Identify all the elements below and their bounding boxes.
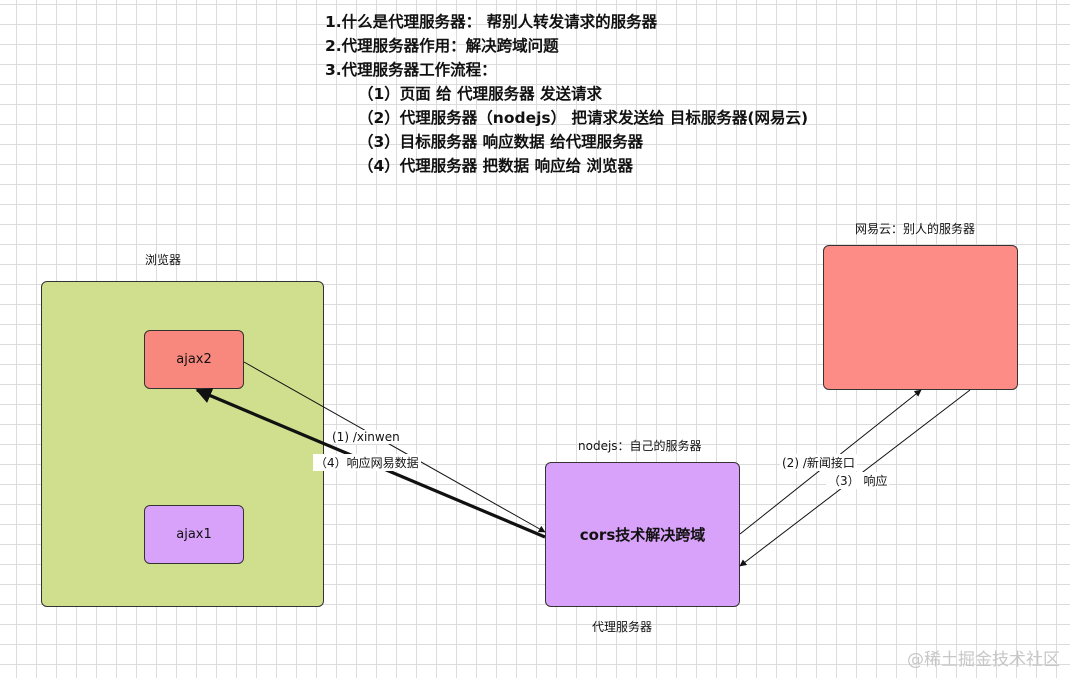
ajax1-box[interactable]: ajax1 [144, 505, 244, 564]
note-step-4: （4）代理服务器 把数据 响应给 浏览器 [358, 157, 633, 175]
proxy-box-label: cors技术解决跨域 [579, 526, 706, 544]
edge-label-step3: （3） 响应 [826, 472, 890, 489]
note-line-2: 2.代理服务器作用：解决跨域问题 [325, 37, 559, 55]
edge-label-step2: (2) /新闻接口 [780, 454, 857, 471]
note-step-2: （2）代理服务器（nodejs） 把请求发送给 目标服务器(网易云) [358, 109, 809, 127]
note-step-3: （3）目标服务器 响应数据 给代理服务器 [358, 133, 644, 151]
target-server-box[interactable] [823, 245, 1018, 390]
edge-label-step1: (1) /xinwen [330, 430, 402, 444]
target-title: 网易云：别人的服务器 [855, 222, 976, 236]
note-line-3: 3.代理服务器工作流程： [325, 61, 497, 79]
proxy-title-top: nodejs：自己的服务器 [578, 439, 702, 453]
notes-block: 1.什么是代理服务器： 帮别人转发请求的服务器 2.代理服务器作用：解决跨域问题… [325, 10, 808, 178]
edge-request-ajax2-to-proxy[interactable] [243, 361, 546, 533]
ajax2-box[interactable]: ajax2 [144, 330, 244, 389]
proxy-server-box[interactable]: cors技术解决跨域 [545, 462, 740, 607]
edge-label-step4: （4）响应网易数据 [313, 454, 421, 471]
note-step-1: （1）页面 给 代理服务器 发送请求 [358, 85, 602, 103]
proxy-title-bottom: 代理服务器 [592, 620, 653, 634]
browser-title: 浏览器 [145, 253, 182, 267]
ajax1-label: ajax1 [176, 527, 212, 542]
watermark: @稀土掘金技术社区 [907, 650, 1060, 670]
note-line-1: 1.什么是代理服务器： 帮别人转发请求的服务器 [325, 13, 658, 31]
ajax2-label: ajax2 [176, 352, 212, 367]
